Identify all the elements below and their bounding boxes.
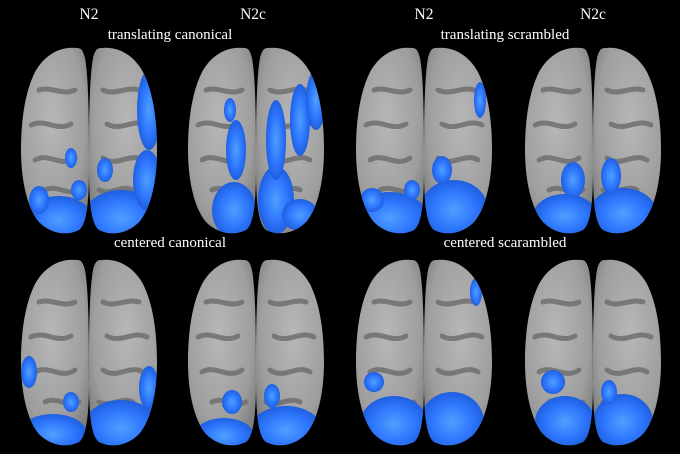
brain-translating-canonical-n2 bbox=[21, 47, 157, 234]
brain-translating-scrambled-n2c bbox=[525, 47, 661, 234]
brain-centered-canonical-n2 bbox=[21, 259, 157, 446]
brain-centered-canonical-n2c bbox=[188, 259, 324, 446]
brain-centered-scrambled-n2c bbox=[525, 259, 661, 446]
condition-label-translating-scrambled: translating scrambled bbox=[440, 27, 570, 43]
brain-translating-scrambled-n2 bbox=[356, 47, 492, 234]
column-header-n2c-right: N2c bbox=[580, 6, 606, 23]
brain-translating-canonical-n2c bbox=[188, 47, 324, 234]
brain-centered-scrambled-n2 bbox=[356, 259, 492, 446]
condition-label-centered-scrambled: centered scarambled bbox=[443, 235, 567, 251]
column-header-n2-right: N2 bbox=[414, 6, 434, 23]
column-header-n2-left: N2 bbox=[79, 6, 99, 23]
condition-label-centered-canonical: centered canonical bbox=[113, 235, 227, 251]
column-header-n2c-left: N2c bbox=[240, 6, 266, 23]
condition-label-translating-canonical: translating canonical bbox=[107, 27, 233, 43]
